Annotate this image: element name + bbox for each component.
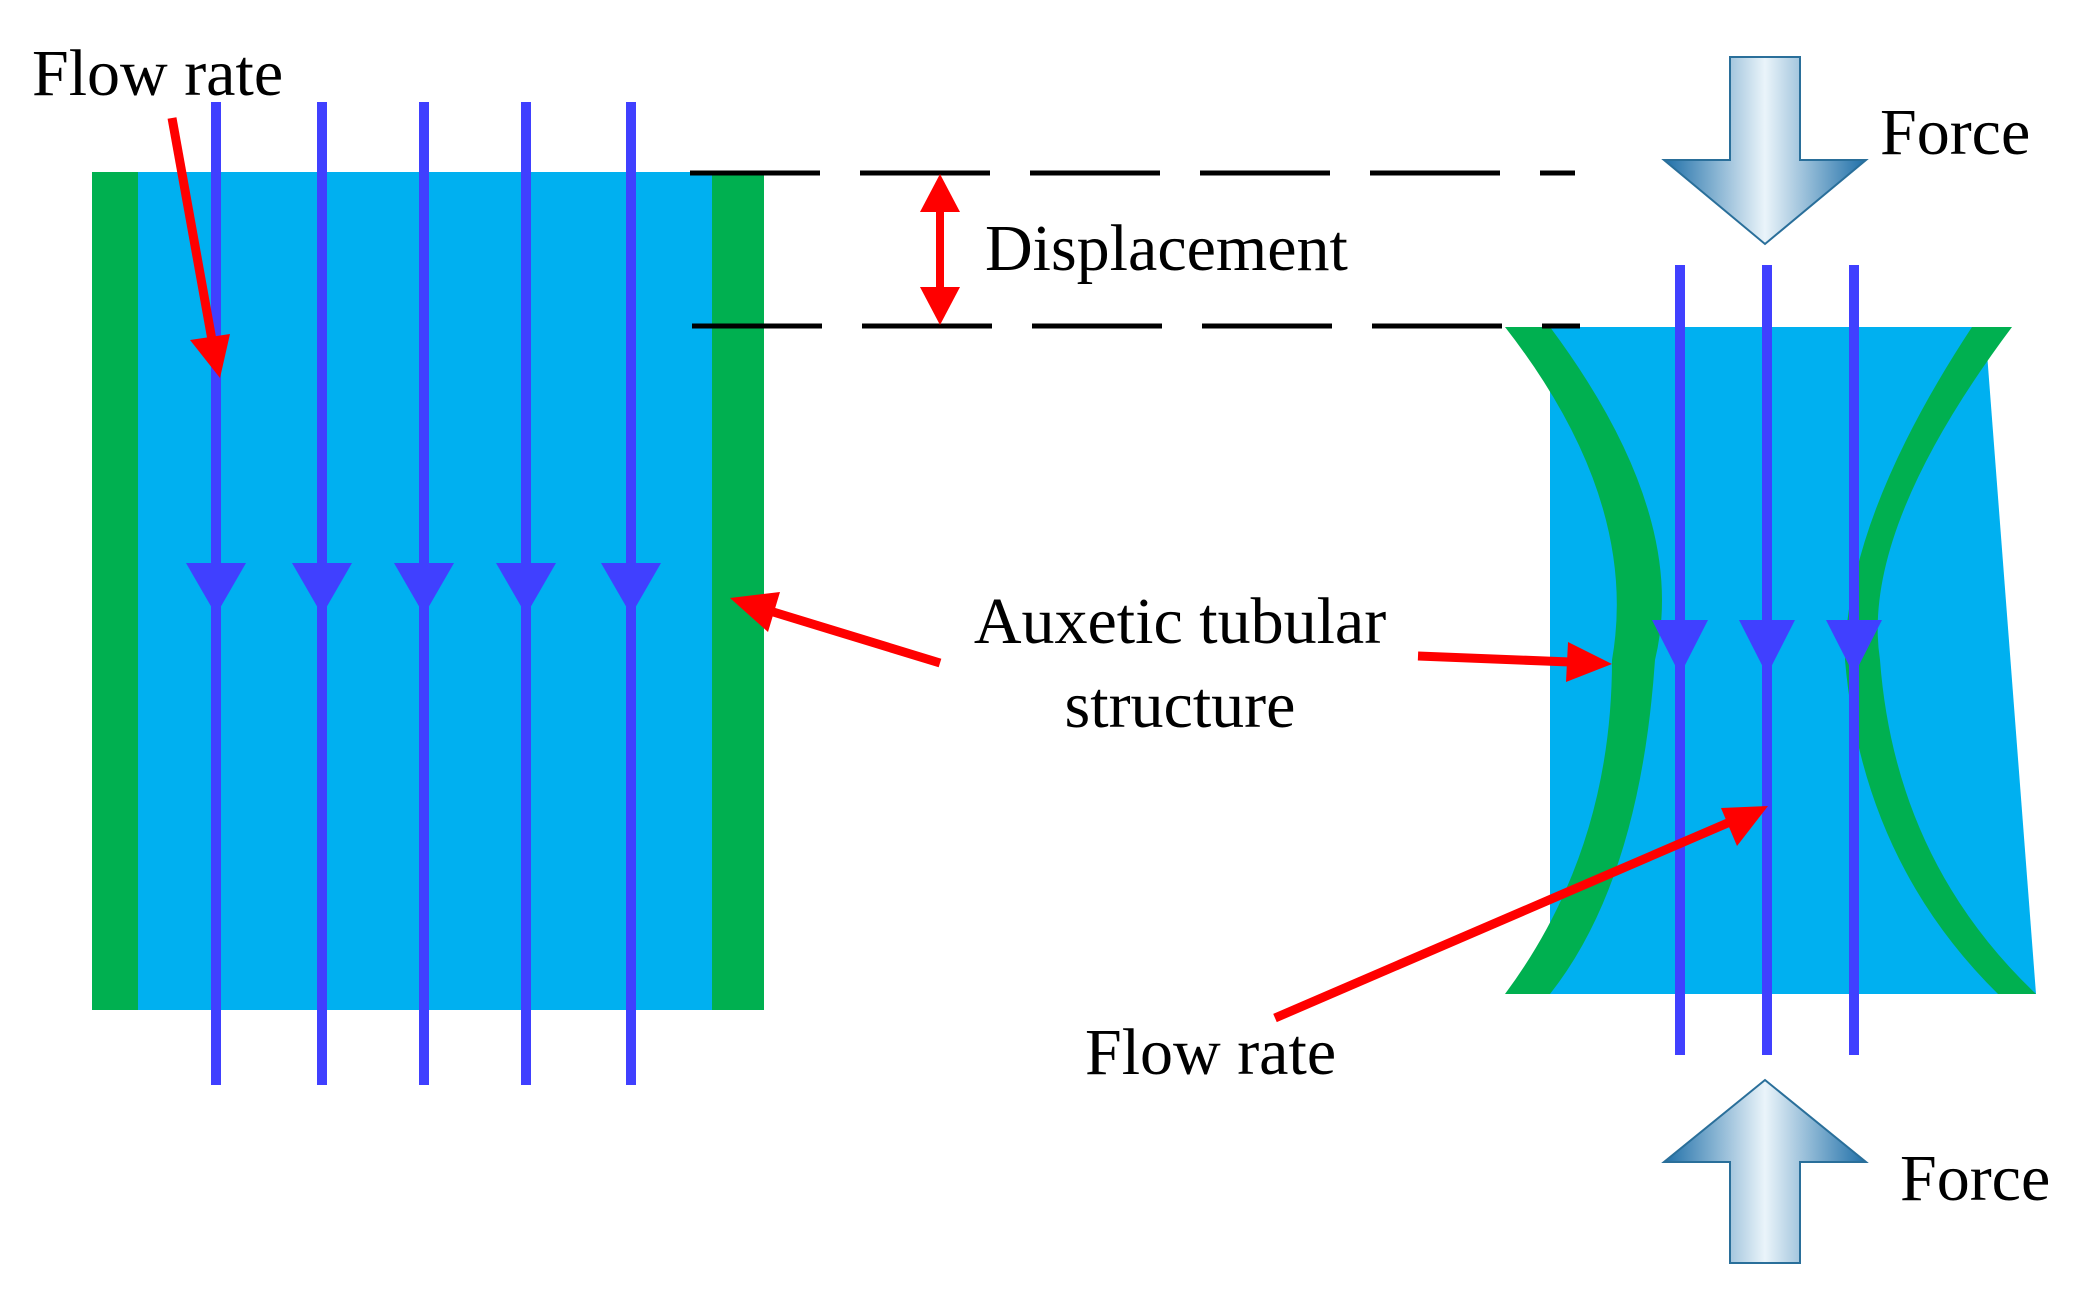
- down-arrowhead-icon: [186, 563, 246, 615]
- pointer-auxetic-left: [730, 592, 942, 668]
- flow-arrowheads-left: [186, 563, 661, 615]
- label-auxetic-line2: structure: [1065, 669, 1296, 742]
- tube-wall-right-right: [1845, 327, 2036, 994]
- label-displacement: Displacement: [985, 212, 1348, 285]
- label-flow-rate-left: Flow rate: [32, 37, 283, 110]
- label-flow-rate-right: Flow rate: [1085, 1016, 1336, 1089]
- down-arrowhead-icon: [1739, 620, 1795, 675]
- force-down-arrow-icon: [1661, 56, 1869, 246]
- flow-arrowheads-right: [1652, 620, 1882, 675]
- down-arrowhead-icon: [394, 563, 454, 615]
- displacement-reference-lines: [690, 170, 1580, 329]
- compressed-tube: [1505, 327, 2036, 994]
- pointer-flow-rate-right: [1273, 806, 1768, 1023]
- down-arrowhead-icon: [292, 563, 352, 615]
- pointer-auxetic-right: [1417, 642, 1612, 682]
- down-arrowhead-icon: [496, 563, 556, 615]
- label-auxetic-line1: Auxetic tubular: [974, 585, 1386, 658]
- down-arrowhead-icon: [601, 563, 661, 615]
- label-force-top: Force: [1880, 96, 2030, 169]
- tube-wall-right-left: [1505, 327, 1662, 994]
- force-up-arrow-icon: [1661, 1078, 1869, 1264]
- down-arrowhead-icon: [1652, 620, 1708, 675]
- displacement-arrow-icon: [920, 174, 960, 325]
- down-arrowhead-icon: [1826, 620, 1882, 675]
- pointer-flow-rate-left: [167, 117, 230, 378]
- label-force-bottom: Force: [1900, 1142, 2050, 1215]
